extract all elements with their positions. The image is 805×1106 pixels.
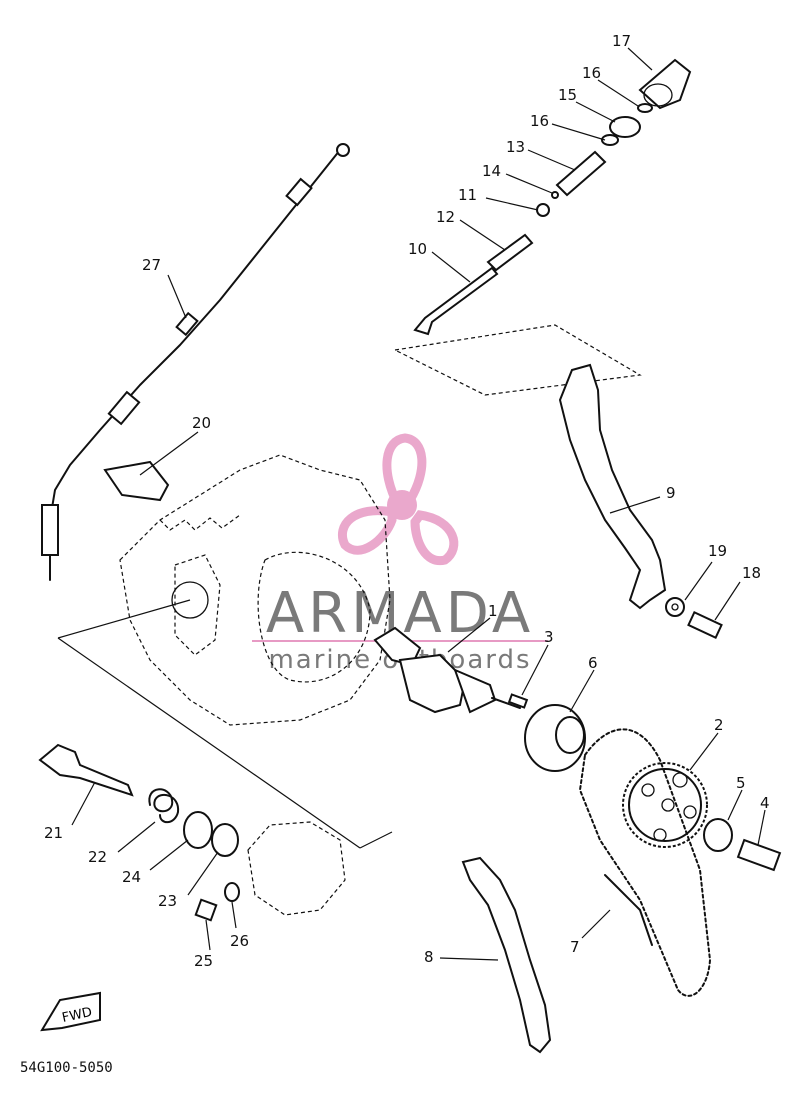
callout-labels: 17 16 15 16 13 14 11 12 10 27 20 9 19 18… xyxy=(44,32,770,970)
part-25-bolt xyxy=(194,898,218,922)
callout-26: 26 xyxy=(230,932,249,950)
part-18-bolt xyxy=(687,610,723,640)
part-10-pin xyxy=(413,266,499,336)
part-17-cap xyxy=(638,58,692,110)
part-13-body xyxy=(555,150,607,197)
part-23-seal xyxy=(211,823,239,857)
callout-7: 7 xyxy=(570,938,580,956)
callout-21: 21 xyxy=(44,824,63,842)
callout-1: 1 xyxy=(488,602,498,620)
part-9-chain-guide xyxy=(558,363,667,610)
callout-24: 24 xyxy=(122,868,141,886)
part-11-washer xyxy=(536,203,550,217)
part-22-spring xyxy=(148,788,180,824)
callout-23: 23 xyxy=(158,892,177,910)
callout-5: 5 xyxy=(736,774,746,792)
callout-17: 17 xyxy=(612,32,631,50)
cover-plate-outline xyxy=(247,821,346,916)
propeller-logo-icon xyxy=(338,433,459,566)
part-16-oring-upper xyxy=(637,103,653,113)
callout-22: 22 xyxy=(88,848,107,866)
callout-8: 8 xyxy=(424,948,434,966)
callout-3: 3 xyxy=(544,628,554,646)
callout-14: 14 xyxy=(482,162,501,180)
part-20-bracket xyxy=(103,460,170,502)
callout-15: 15 xyxy=(558,86,577,104)
callout-9: 9 xyxy=(666,484,676,502)
callout-19: 19 xyxy=(708,542,727,560)
callout-11: 11 xyxy=(458,186,477,204)
callout-13: 13 xyxy=(506,138,525,156)
part-7-cam-chain xyxy=(579,728,711,997)
decompressor-stack xyxy=(413,58,692,336)
part-5-washer xyxy=(703,818,733,852)
reference-lines xyxy=(57,324,642,849)
part-15-bearing xyxy=(609,116,641,138)
part-8-tensioner-guide xyxy=(461,856,552,1054)
part-21-lever-shaft xyxy=(38,743,134,797)
part-14-ball xyxy=(551,191,559,199)
callout-20: 20 xyxy=(192,414,211,432)
decompression-cable xyxy=(41,143,350,581)
callout-4: 4 xyxy=(760,794,770,812)
part-1-camshaft xyxy=(373,626,521,714)
part-24-washer xyxy=(183,811,213,849)
callout-18: 18 xyxy=(742,564,761,582)
callout-27: 27 xyxy=(142,256,161,274)
fwd-label: FWD xyxy=(61,1005,94,1026)
callout-6: 6 xyxy=(588,654,598,672)
callout-16-upper: 16 xyxy=(582,64,601,82)
part-19-washer xyxy=(665,597,685,617)
part-16-oring-lower xyxy=(601,134,619,146)
leader-lines xyxy=(71,47,766,961)
cylinder-head-outline xyxy=(119,454,391,726)
callout-25: 25 xyxy=(194,952,213,970)
part-26-washer xyxy=(224,882,240,902)
part-12-spring xyxy=(486,233,534,272)
callout-10: 10 xyxy=(408,240,427,258)
callout-2: 2 xyxy=(714,716,724,734)
part-6-hub xyxy=(524,704,586,772)
part-4-bolt xyxy=(736,838,782,872)
part-3-dowel-pin xyxy=(507,693,529,709)
diagram-code: 54G100-5050 xyxy=(20,1060,113,1076)
callout-16-lower: 16 xyxy=(530,112,549,130)
fwd-direction-marker: FWD xyxy=(40,991,101,1032)
callout-12: 12 xyxy=(436,208,455,226)
